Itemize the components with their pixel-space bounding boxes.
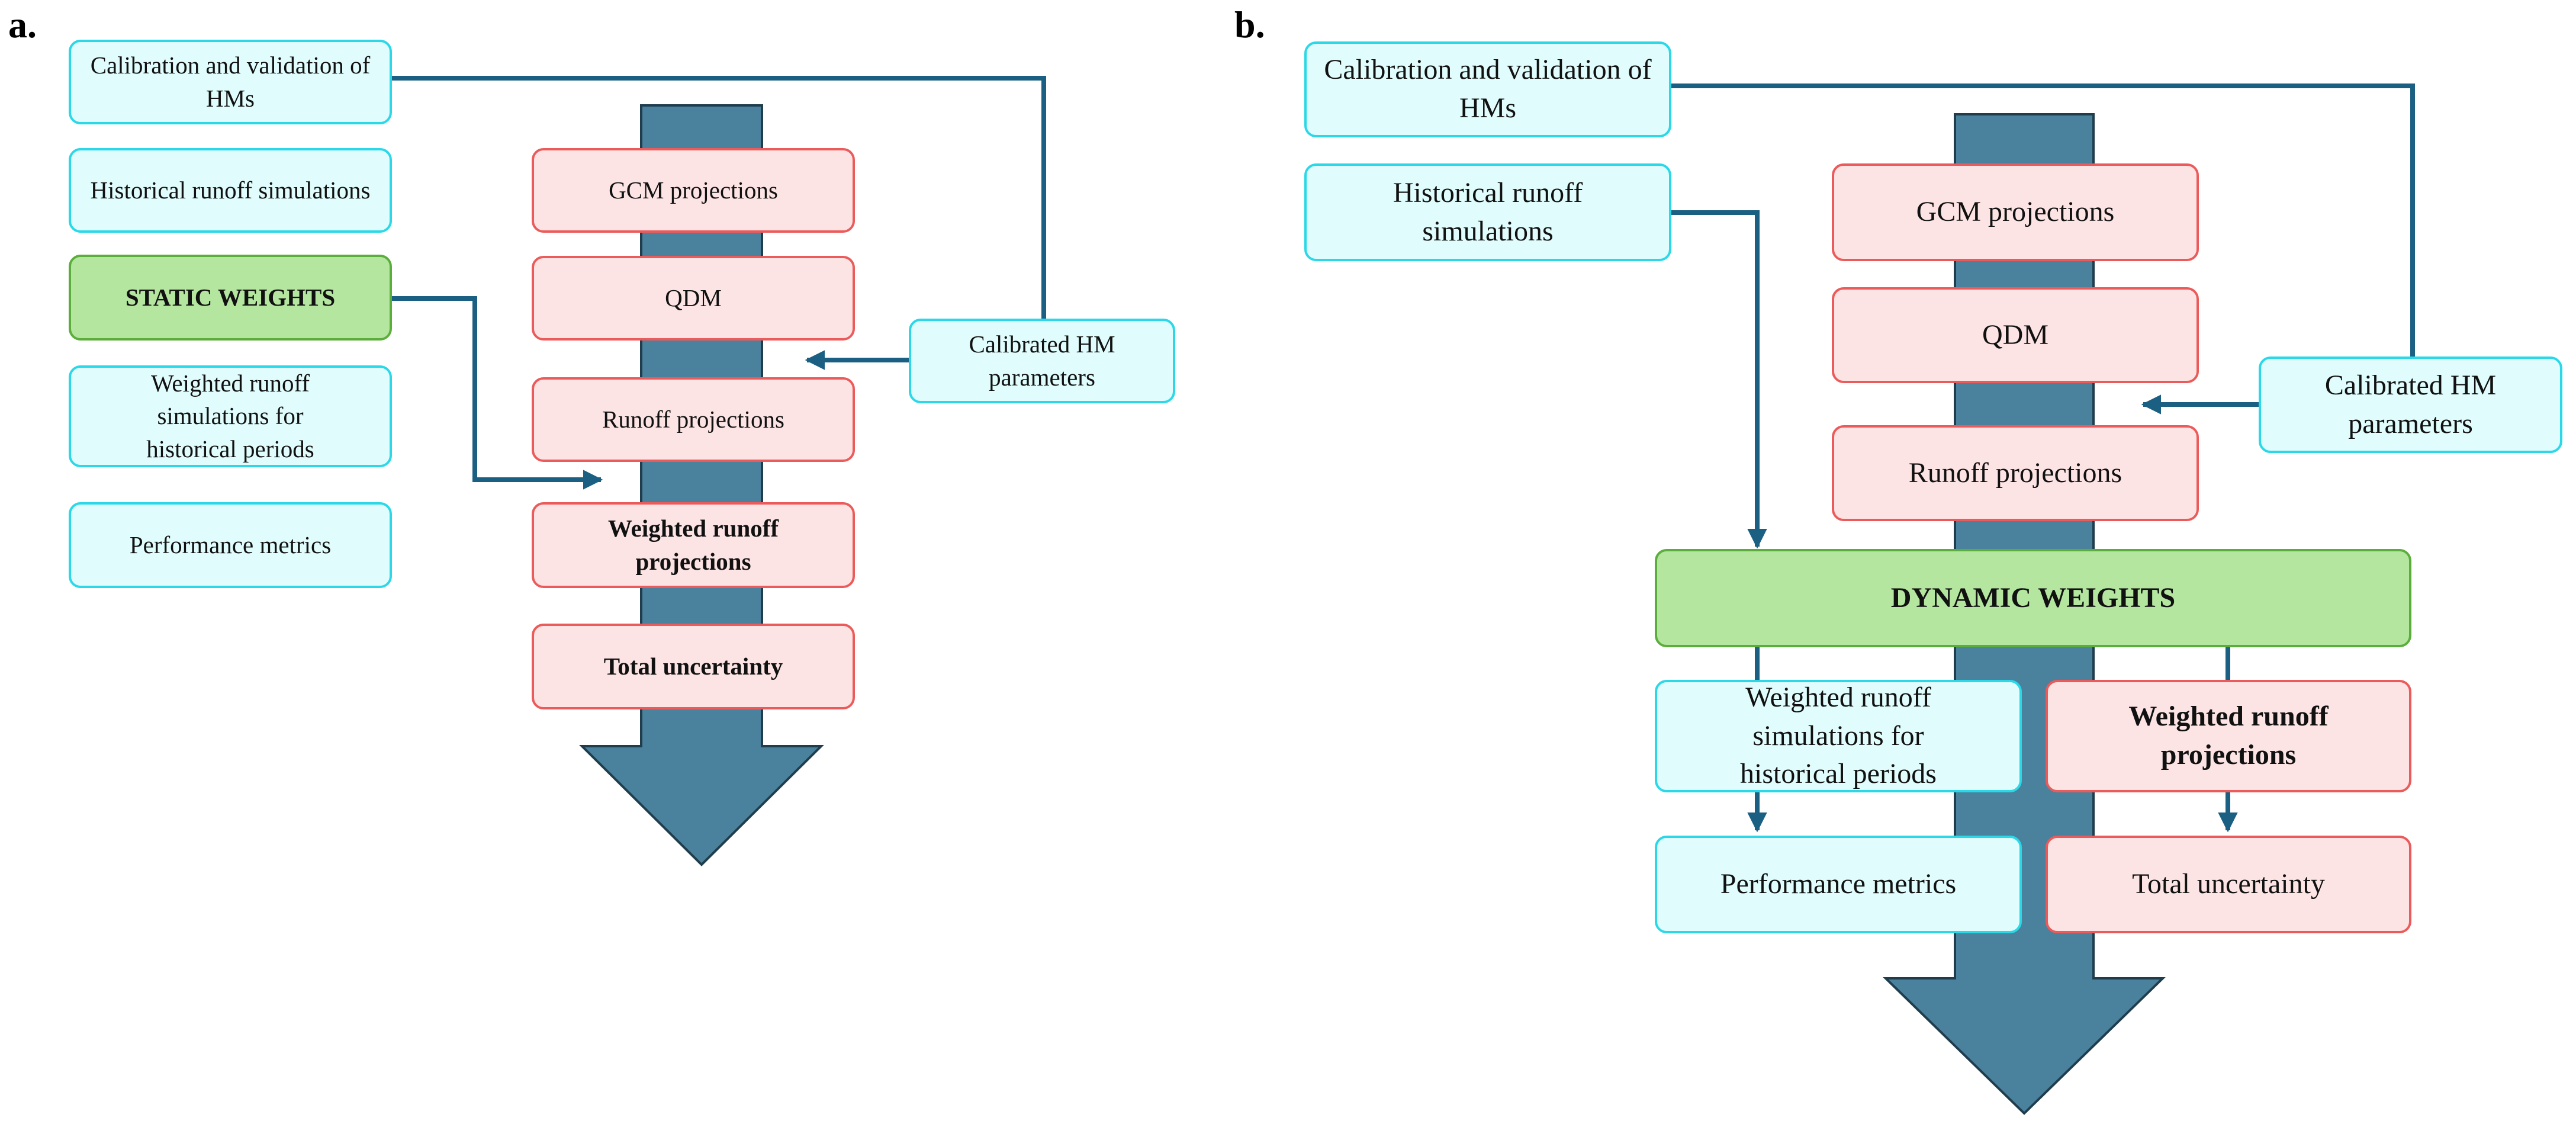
panel-label-a: a. — [8, 4, 37, 46]
gcm-projections-box-b: GCM projections — [1832, 163, 2199, 261]
performance-metrics-box-a: Performance metrics — [69, 502, 392, 588]
runoff-projections-box-a: Runoff projections — [532, 377, 855, 462]
calibrated-hm-label-a: Calibrated HM parameters — [969, 330, 1115, 391]
total-uncertainty-box-a: Total uncertainty — [532, 624, 855, 709]
static-weights-label-a: STATIC WEIGHTS — [125, 283, 336, 311]
qdm-box-b: QDM — [1832, 287, 2199, 383]
panel-label-b: b. — [1234, 4, 1265, 46]
arrow-static-weights-to-flow-a — [392, 296, 603, 490]
weighted-runoff-projections-label-b: Weighted runoff projections — [2128, 701, 2329, 770]
historical-runoff-box-b: Historical runoff simulations — [1304, 163, 1671, 261]
weighted-hist-label-a: Weighted runoff simulations for historic… — [146, 369, 314, 463]
total-uncertainty-label-b: Total uncertainty — [2132, 868, 2325, 900]
historical-runoff-label-a: Historical runoff simulations — [90, 176, 371, 204]
dynamic-weights-label-b: DYNAMIC WEIGHTS — [1890, 582, 2176, 614]
calibration-label-b: Calibration and validation of HMs — [1324, 54, 1652, 124]
qdm-label-a: QDM — [665, 284, 722, 311]
arrow-historical-to-dynamic-b — [1671, 210, 1767, 549]
calibrated-hm-box-a: Calibrated HM parameters — [909, 319, 1175, 403]
gcm-projections-label-a: GCM projections — [609, 176, 778, 204]
dynamic-weights-box-b: DYNAMIC WEIGHTS — [1655, 549, 2411, 647]
historical-runoff-label-b: Historical runoff simulations — [1392, 176, 1583, 247]
weighted-runoff-projections-box-b: Weighted runoff projections — [2046, 680, 2411, 792]
calibration-box-a: Calibration and validation of HMs — [69, 40, 392, 124]
performance-metrics-box-b: Performance metrics — [1655, 836, 2022, 933]
calibration-box-b: Calibration and validation of HMs — [1304, 41, 1671, 137]
weighted-hist-box-b: Weighted runoff simulations for historic… — [1655, 680, 2022, 792]
connector-calibration-to-calibrated-a — [392, 76, 1046, 319]
static-weights-box-a: STATIC WEIGHTS — [69, 255, 392, 341]
weighted-hist-box-a: Weighted runoff simulations for historic… — [69, 365, 392, 467]
runoff-projections-box-b: Runoff projections — [1832, 425, 2199, 521]
qdm-label-b: QDM — [1982, 319, 2048, 351]
historical-runoff-box-a: Historical runoff simulations — [69, 148, 392, 233]
gcm-projections-box-a: GCM projections — [532, 148, 855, 233]
total-uncertainty-box-b: Total uncertainty — [2046, 836, 2411, 933]
runoff-projections-label-a: Runoff projections — [602, 405, 784, 433]
qdm-box-a: QDM — [532, 256, 855, 341]
calibration-label-a: Calibration and validation of HMs — [90, 52, 371, 112]
performance-metrics-label-a: Performance metrics — [129, 531, 332, 558]
runoff-projections-label-b: Runoff projections — [1908, 457, 2122, 489]
connector-calibration-to-calibrated-b — [1671, 84, 2415, 357]
weighted-runoff-projections-label-a: Weighted runoff projections — [607, 515, 779, 575]
weighted-hist-label-b: Weighted runoff simulations for historic… — [1740, 681, 1937, 790]
calibrated-hm-box-b: Calibrated HM parameters — [2259, 357, 2562, 453]
calibrated-hm-label-b: Calibrated HM parameters — [2324, 369, 2497, 439]
weighted-runoff-projections-box-a: Weighted runoff projections — [532, 502, 855, 588]
gcm-projections-label-b: GCM projections — [1916, 196, 2115, 228]
total-uncertainty-label-a: Total uncertainty — [603, 652, 783, 680]
performance-metrics-label-b: Performance metrics — [1720, 868, 1957, 900]
